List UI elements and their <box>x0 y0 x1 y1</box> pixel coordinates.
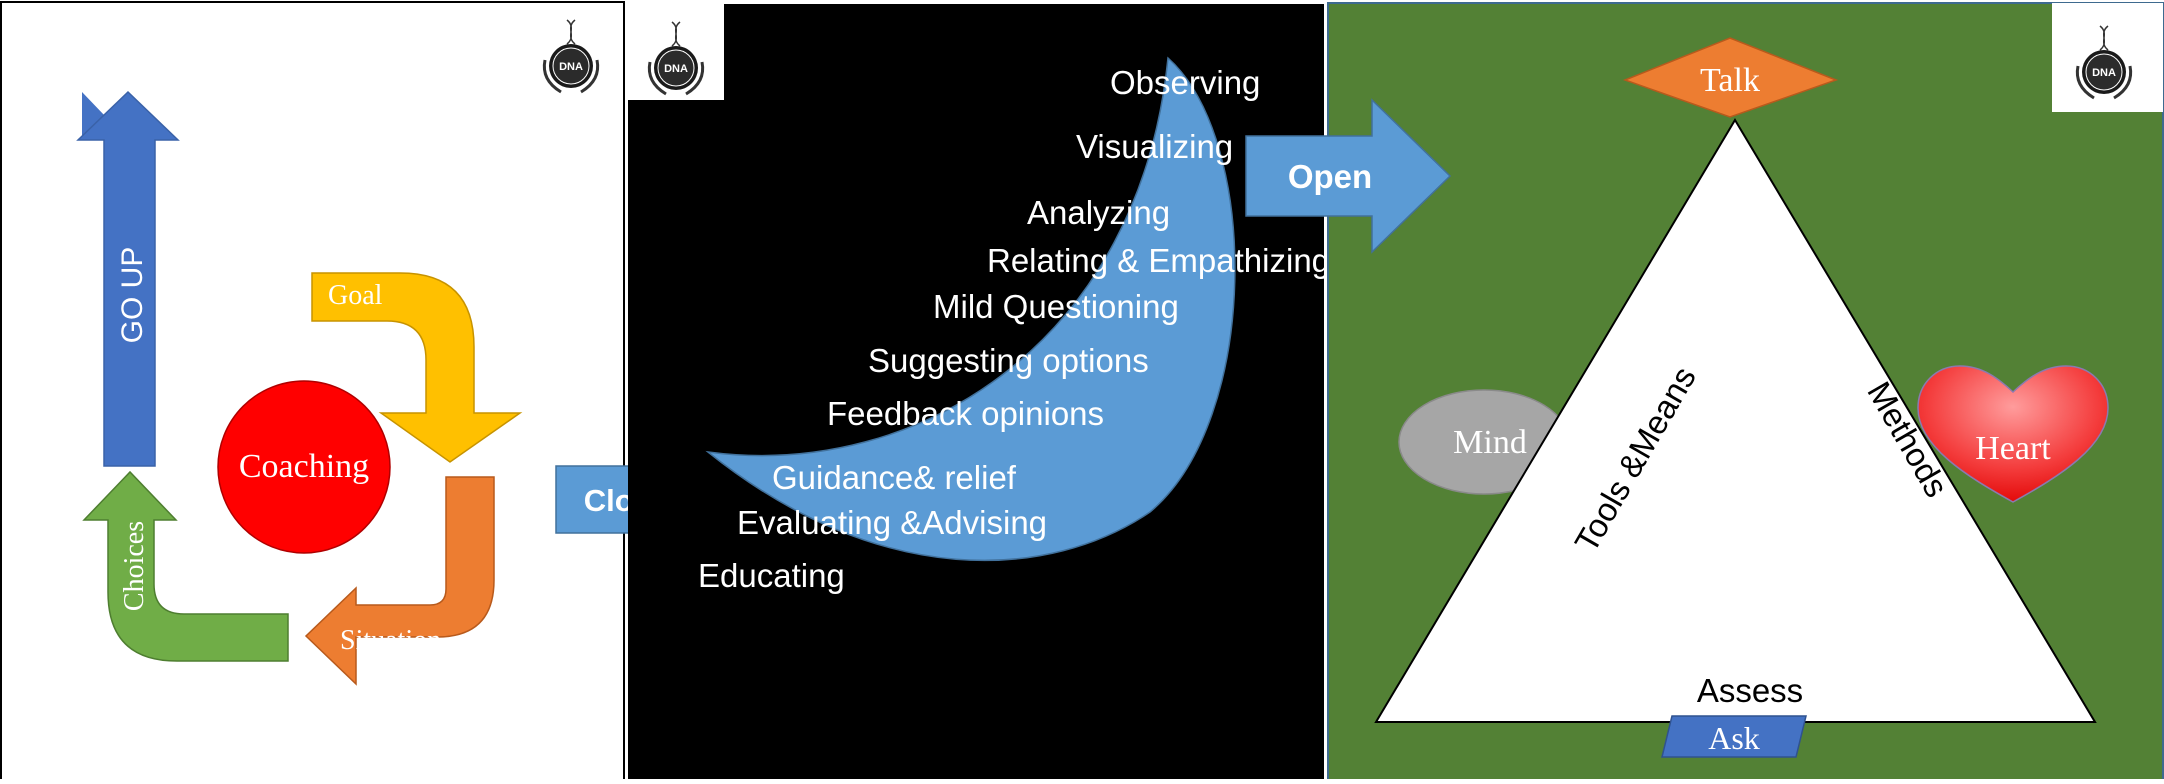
ask-label: Ask <box>1708 720 1760 756</box>
label-relating: Relating & Empathizing <box>987 242 1330 279</box>
mind-label: Mind <box>1453 424 1527 461</box>
label-analyzing: Analyzing <box>1027 194 1170 231</box>
logo-text: DNA <box>559 61 583 73</box>
ask-box <box>1661 715 1807 758</box>
crescent-shape <box>705 56 1236 562</box>
label-observing: Observing <box>1110 64 1260 101</box>
coaching-circle <box>217 380 391 554</box>
goal-arrow <box>311 272 523 463</box>
heart-label: Heart <box>1975 430 2051 467</box>
label-guidance: Guidance& relief <box>772 459 1017 496</box>
coaching-label: Coaching <box>239 448 369 485</box>
assess-label: Assess <box>1697 672 1803 709</box>
open-arrow <box>1245 98 1452 254</box>
label-evaluating: Evaluating &Advising <box>737 504 1047 541</box>
goal-label: Goal <box>328 280 383 311</box>
label-visualizing: Visualizing <box>1076 128 1233 165</box>
talk-diamond <box>1622 37 1839 118</box>
dna-logo-icon: DNA <box>647 20 705 96</box>
talk-label: Talk <box>1700 62 1760 99</box>
go-up-label: GO UP <box>116 247 149 344</box>
dna-logo-icon: DNA <box>542 18 600 94</box>
dna-logo-icon: DNA <box>2075 24 2133 100</box>
label-feedback-opinions: Feedback opinions <box>827 395 1104 432</box>
choices-arrow <box>82 470 289 662</box>
label-educating: Educating <box>698 557 845 594</box>
situation-label: Situation <box>340 625 441 656</box>
open-label: Open <box>1288 158 1372 195</box>
choices-label: Choices <box>119 521 150 611</box>
situation-arrow <box>304 476 495 686</box>
svg-text:DNA: DNA <box>2092 67 2116 79</box>
svg-text:DNA: DNA <box>664 63 688 75</box>
label-suggesting-options: Suggesting options <box>868 342 1149 379</box>
label-mild-questioning: Mild Questioning <box>933 288 1179 325</box>
heart-shape <box>1917 365 2109 503</box>
